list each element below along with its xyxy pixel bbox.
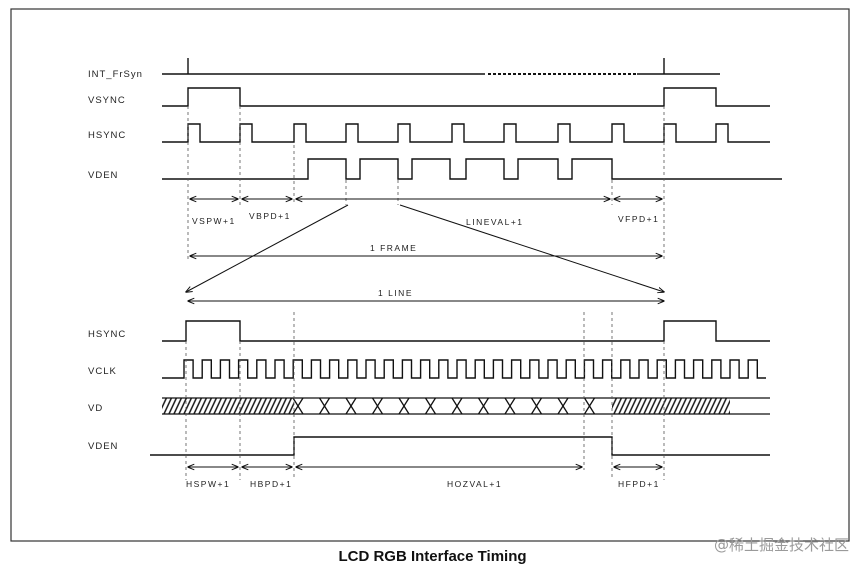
int-frsyn-label: INT_FrSyn [88,69,143,80]
vden-wave-line [150,436,770,456]
frame-border [10,8,850,542]
vd-transition [398,397,410,415]
vfpd-label: VFPD+1 [618,214,659,224]
vbpd-label: VBPD+1 [249,211,291,221]
hsync-label-frame: HSYNC [88,130,126,141]
hbpd-label: HBPD+1 [250,479,292,489]
int-frsyn-wave [162,58,720,75]
vd-transition [424,397,437,415]
vd-bus [162,397,770,415]
vd-transition [318,397,331,415]
vd-transition [583,397,596,415]
hspw-label: HSPW+1 [186,479,230,489]
vd-label: VD [88,403,103,414]
frame-label: 1 FRAME [370,243,417,253]
diagram-caption: LCD RGB Interface Timing [338,548,527,565]
zoom-line-left [186,204,349,292]
vsync-label: VSYNC [88,95,126,106]
vclk-label: VCLK [88,366,117,377]
vd-transition [557,397,569,415]
vspw-label: VSPW+1 [192,216,236,226]
line-guides [185,312,665,480]
vd-transition [292,397,304,415]
hsync-wave-line [162,320,770,342]
vd-transition [451,397,463,415]
vd-transition [371,397,384,415]
hsync-wave-frame [162,123,770,143]
vd-transition [504,397,516,415]
site-watermark: @稀土掘金技术社区 [713,536,849,554]
lineval-label: LINEVAL+1 [466,217,524,227]
vden-label-frame: VDEN [88,170,118,181]
hozval-label: HOZVAL+1 [447,479,502,489]
vd-transition [345,397,357,415]
vden-wave-frame [162,158,782,180]
vd-transition [477,397,490,415]
vsync-wave [162,87,770,107]
hsync-label-line: HSYNC [88,329,126,340]
frame-guides [187,106,665,262]
vclk-wave [162,359,766,379]
vd-transition [530,397,543,415]
hfpd-label: HFPD+1 [618,479,660,489]
vden-label-line: VDEN [88,441,118,452]
line-label: 1 LINE [378,288,413,298]
zoom-line-right [399,204,664,292]
